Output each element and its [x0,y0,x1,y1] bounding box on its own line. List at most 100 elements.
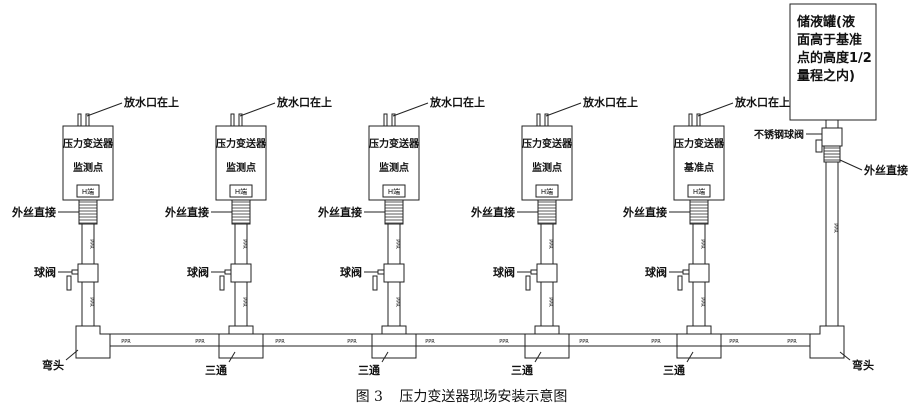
transmitter-title: 压力变送器 [63,137,114,150]
vent-label: 放水口在上 [276,95,332,109]
tee-fitting [524,325,570,359]
ball-valve-body [77,263,99,283]
fitting-label: 外丝直接 [317,205,362,219]
pipe-label-lower: PPR [394,297,400,307]
vent-post-left [536,113,541,127]
tank-pipe-label: PPR [832,223,838,233]
fitting-label: 外丝直接 [622,205,667,219]
ball-valve-handle [66,275,72,291]
vent-leader [86,102,123,117]
transmitter-title: 压力变送器 [522,137,573,150]
tee-leader [686,351,694,363]
tank-text-line: 面高于基准 [797,32,862,48]
h-terminal-label: H端 [82,187,94,196]
ball-valve-body [230,263,252,283]
horizontal-pipe-label: PPR [195,339,205,345]
ball-valve-body [536,263,558,283]
figure-title: 压力变送器现场安装示意图 [399,389,568,405]
h-terminal-box [229,184,253,198]
h-terminal-box [535,184,559,198]
elbow-leader [65,349,79,361]
pipe-label-upper: PPR [699,239,705,249]
elbow-label: 弯头 [42,358,64,372]
ball-valve-stem [224,269,232,275]
horizontal-pipe-label: PPR [425,339,435,345]
vent-leader [697,102,734,117]
ball-valve-body [688,263,710,283]
tee-label: 三通 [358,364,380,377]
ball-valve-stem [682,269,690,275]
tee-fitting [371,325,417,359]
figure-number: 图 3 [355,389,383,405]
horizontal-pipe-label: PPR [787,339,797,345]
tee-label: 三通 [205,364,227,377]
measuring-point-label: 基准点 [683,161,714,174]
transmitter-title: 压力变送器 [369,137,420,150]
tank-vertical-pipe [825,161,839,329]
ball-valve-handle [525,275,531,291]
pipe-label-lower: PPR [699,297,705,307]
ball-valve-stem [71,269,79,275]
tank-fitting-leader [839,159,863,171]
tee-leader [228,351,236,363]
valve-label: 球阀 [493,265,515,279]
h-terminal-box [76,184,100,198]
horizontal-pipe-label: PPR [499,339,509,345]
transmitter-title: 压力变送器 [674,137,725,150]
pipe-label-upper: PPR [88,239,94,249]
pipe-label-lower: PPR [241,297,247,307]
horizontal-pipe-label: PPR [729,339,739,345]
h-terminal-label: H端 [235,187,247,196]
horizontal-pipe-label: PPR [347,339,357,345]
pipe-label-upper: PPR [241,239,247,249]
vent-leader [239,102,276,117]
tank-text-line: 储液罐(液 [796,14,855,30]
h-terminal-label: H端 [693,187,705,196]
vent-label: 放水口在上 [582,95,638,109]
pipe-label-upper: PPR [547,239,553,249]
tee-leader [381,351,389,363]
vent-post-left [688,113,693,127]
tank-fitting-label: 外丝直接 [863,163,908,177]
horizontal-pipe-label: PPR [275,339,285,345]
valve-label: 球阀 [340,265,362,279]
tee-label: 三通 [511,364,533,377]
tank-text-line: 量程之内) [797,68,855,84]
tank-elbow-leader [839,351,851,361]
tank-outlet [825,119,839,129]
vent-post-left [383,113,388,127]
pipe-label-lower: PPR [88,297,94,307]
h-terminal-box [382,184,406,198]
ball-valve-stem [377,269,385,275]
fitting-label: 外丝直接 [470,205,515,219]
tank-elbow-label: 弯头 [852,358,874,372]
tee-fitting [218,325,264,359]
figure-caption: 图 3 压力变送器现场安装示意图 [0,386,923,406]
vent-leader [392,102,429,117]
h-terminal-label: H端 [541,187,553,196]
tank-text-line: 点的高度1/2 [797,50,872,66]
h-terminal-label: H端 [388,187,400,196]
vent-leader [545,102,582,117]
elbow-fitting [75,325,111,359]
vent-post-left [77,113,82,127]
ball-valve-stem [530,269,538,275]
vent-label: 放水口在上 [123,95,179,109]
vent-label: 放水口在上 [734,95,790,109]
storage-tank [789,3,877,121]
horizontal-pipe-label: PPR [651,339,661,345]
pipe-label-lower: PPR [547,297,553,307]
measuring-point-label: 监测点 [532,161,562,174]
measuring-point-label: 监测点 [73,161,103,174]
ball-valve-handle [372,275,378,291]
vent-post-left [230,113,235,127]
stainless-valve-handle [815,139,823,153]
ball-valve-body [383,263,405,283]
ball-valve-handle [677,275,683,291]
ball-valve-handle [219,275,225,291]
tee-fitting [676,325,722,359]
